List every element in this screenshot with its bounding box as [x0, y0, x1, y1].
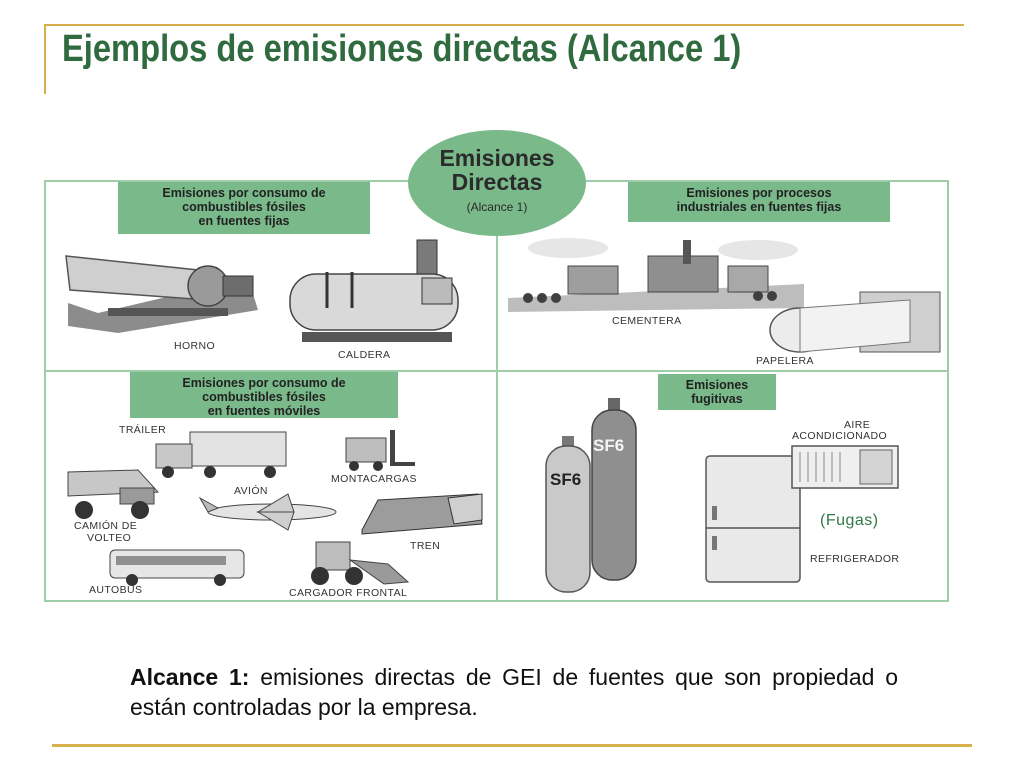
quadrant-label-line: en fuentes móviles: [207, 404, 321, 418]
label-autobus: AUTOBÚS: [89, 584, 143, 596]
label-trailer: TRÁILER: [119, 424, 167, 436]
label-cargador: CARGADOR FRONTAL: [289, 587, 408, 599]
quadrant-label-line: industriales en fuentes fijas: [676, 200, 842, 214]
label-papelera: PAPELERA: [756, 355, 814, 367]
center-oval-line1: Emisiones: [439, 145, 555, 171]
sf6-cylinder-short: [545, 436, 591, 593]
camion-volteo-illustration: [67, 469, 160, 519]
label-cementera: CEMENTERA: [612, 315, 682, 327]
center-oval-line3: (Alcance 1): [466, 200, 528, 214]
autobus-illustration: [109, 549, 245, 586]
diagram-vertical-divider: [496, 180, 498, 602]
label-refrigerador: REFRIGERADOR: [810, 553, 900, 565]
quadrant-label-line: combustibles fósiles: [182, 200, 306, 214]
label-fugas: (Fugas): [820, 512, 879, 529]
label-camion-line1: CAMIÓN DE: [74, 520, 138, 532]
top-rule: [44, 24, 964, 26]
label-horno: HORNO: [174, 340, 216, 352]
quadrant-label-line: Emisiones: [685, 378, 749, 392]
quadrant-label-fugitive: Emisiones fugitivas: [658, 374, 776, 410]
caption-text: emisiones directas de GEI de fuentes que…: [130, 664, 898, 720]
caldera-illustration: [289, 239, 459, 342]
caption-term: Alcance 1:: [130, 664, 250, 690]
quadrant-label-line: Emisiones por procesos: [686, 186, 832, 200]
label-camion-line2: VOLTEO: [87, 532, 132, 544]
label-avion: AVIÓN: [234, 485, 268, 497]
label-aire-line1: AIRE: [844, 419, 871, 431]
papelera-illustration: [769, 291, 941, 353]
label-aire-line2: ACONDICIONADO: [792, 430, 888, 442]
label-tren: TREN: [410, 540, 441, 552]
sf6-cylinder-tall: [591, 398, 637, 581]
cargador-illustration: [311, 541, 410, 585]
quadrant-label-line: Emisiones por consumo de: [182, 376, 346, 390]
quadrant-label-fixed-fuel: Emisiones por consumo de combustibles fó…: [118, 182, 370, 234]
label-sf6-short: SF6: [550, 470, 582, 489]
montacargas-illustration: [345, 430, 415, 471]
quadrant-label-mobile-fuel: Emisiones por consumo de combustibles fó…: [130, 372, 398, 418]
side-rule: [44, 24, 46, 94]
horno-illustration: [65, 255, 258, 333]
bottom-rule: [52, 744, 972, 747]
trailer-illustration: [155, 431, 287, 478]
diagram-horizontal-divider: [44, 370, 949, 372]
quadrant-label-line: en fuentes fijas: [198, 214, 290, 228]
quadrant-label-line: fugitivas: [691, 392, 743, 406]
avion-illustration: [198, 493, 337, 531]
tren-illustration: [361, 493, 483, 535]
quadrant-label-industrial: Emisiones por procesos industriales en f…: [628, 182, 890, 222]
center-oval-emisiones-directas: Emisiones Directas (Alcance 1): [408, 130, 586, 236]
label-montacargas: MONTACARGAS: [331, 473, 417, 485]
label-caldera: CALDERA: [338, 349, 391, 361]
scope-caption: Alcance 1: emisiones directas de GEI de …: [130, 662, 898, 722]
aire-acondicionado-illustration: [791, 445, 899, 489]
quadrant-label-line: combustibles fósiles: [202, 390, 326, 404]
refrigerador-illustration: [705, 455, 801, 583]
label-sf6-tall: SF6: [593, 436, 625, 455]
slide-title: Ejemplos de emisiones directas (Alcance …: [62, 28, 742, 70]
cementera-illustration: [508, 238, 804, 312]
center-oval-line2: Directas: [451, 169, 543, 195]
quadrant-label-line: Emisiones por consumo de: [162, 186, 326, 200]
